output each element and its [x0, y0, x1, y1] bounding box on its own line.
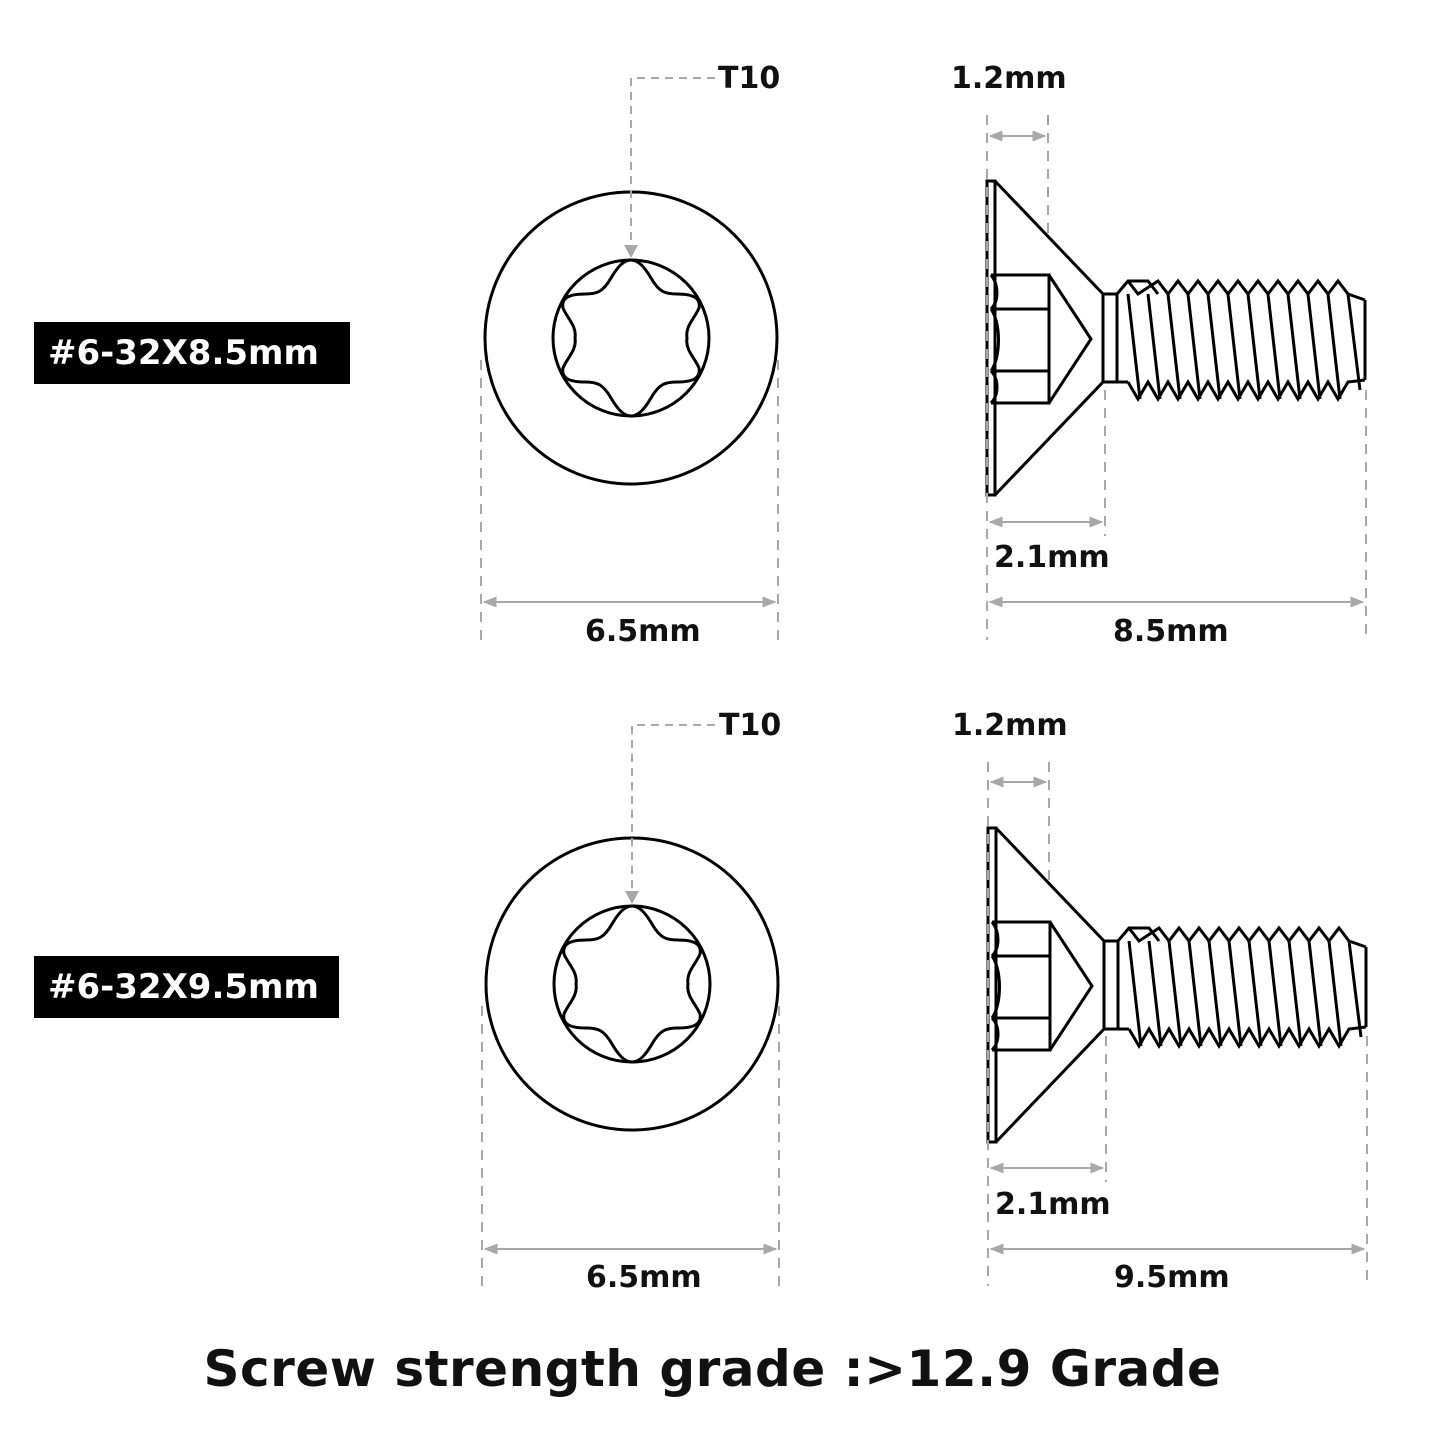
screw-1-length-label: 8.5mm: [1113, 614, 1229, 649]
screw-1-head-height-label: 2.1mm: [994, 540, 1110, 575]
screw-1-side-view: [985, 115, 1367, 640]
strength-grade-caption: Screw strength grade :>12.9 Grade: [203, 1340, 1222, 1398]
screw-2-head-edge-label: 1.2mm: [952, 708, 1068, 743]
screw-1-front-view: [480, 77, 779, 640]
screw-1-drive-label: T10: [718, 61, 781, 96]
screw-1-size-tag: #6-32X8.5mm: [34, 322, 350, 384]
screw-2-front-view: [481, 724, 780, 1286]
screw-1-head-edge-label: 1.2mm: [951, 61, 1067, 96]
screw-2-side-view: [986, 762, 1368, 1286]
screw-1-head-diameter-label: 6.5mm: [585, 614, 701, 649]
screw-2-head-diameter-label: 6.5mm: [586, 1260, 702, 1295]
screw-2-size-label: #6-32X9.5mm: [48, 967, 319, 1007]
screw-2-length-label: 9.5mm: [1114, 1260, 1230, 1295]
screw-2-head-height-label: 2.1mm: [995, 1187, 1111, 1222]
screw-2-drive-label: T10: [719, 708, 782, 743]
screw-1-size-label: #6-32X8.5mm: [48, 333, 319, 373]
screw-2-size-tag: #6-32X9.5mm: [34, 956, 339, 1018]
